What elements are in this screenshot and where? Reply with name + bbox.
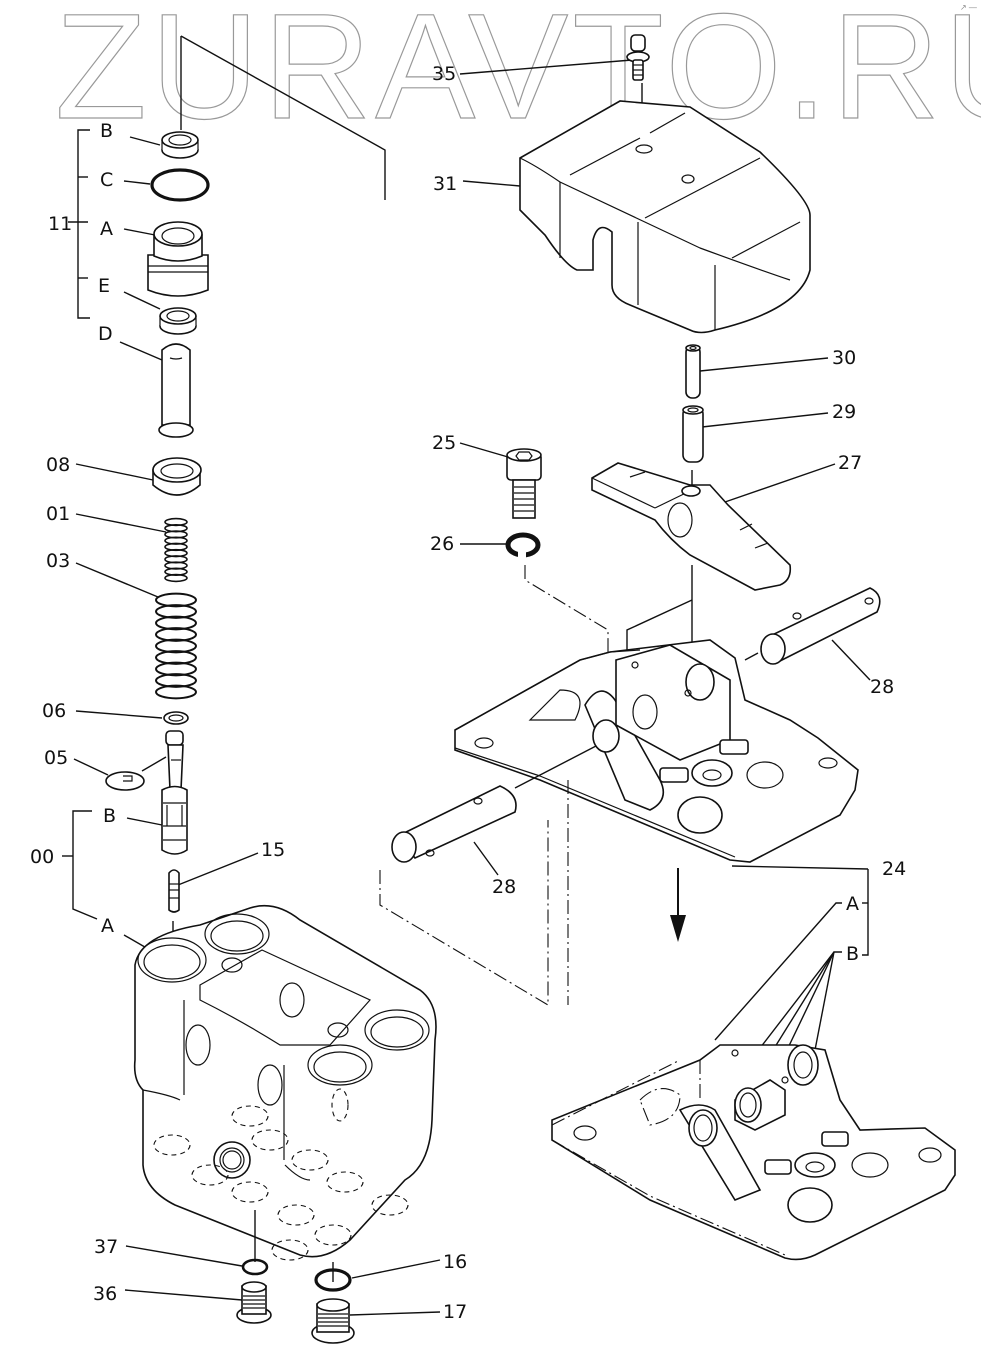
bolt-35-part bbox=[626, 34, 650, 81]
spring-coil bbox=[155, 684, 197, 700]
valve-body-part bbox=[133, 904, 437, 1261]
bracket-11 bbox=[77, 129, 90, 319]
label-05: 05 bbox=[44, 747, 68, 769]
label-11-B: B bbox=[100, 120, 113, 142]
spring-coil bbox=[155, 604, 197, 619]
bolt-washer: 25 26 bbox=[430, 432, 609, 770]
label-29: 29 bbox=[832, 401, 856, 423]
label-36: 36 bbox=[93, 1283, 117, 1305]
label-24: 24 bbox=[882, 858, 906, 880]
bottom-parts: 37 36 16 17 bbox=[93, 1210, 467, 1344]
base-casing-24-part bbox=[454, 599, 859, 863]
bushing-part bbox=[147, 221, 209, 297]
label-11-D: D bbox=[98, 323, 113, 345]
label-17: 17 bbox=[443, 1301, 467, 1323]
label-11-A: A bbox=[100, 218, 113, 240]
guide-lines bbox=[379, 780, 569, 1006]
cover-assembly: 35 31 bbox=[432, 34, 811, 334]
spring-coil bbox=[164, 573, 188, 583]
spring-coil bbox=[155, 650, 197, 665]
pin-30-part bbox=[685, 344, 701, 399]
label-08: 08 bbox=[46, 454, 70, 476]
label-00: 00 bbox=[30, 846, 54, 868]
washer-part bbox=[163, 711, 189, 725]
label-35: 35 bbox=[432, 63, 456, 85]
retainer-plate-part bbox=[105, 771, 145, 791]
spring-coil bbox=[155, 673, 197, 688]
lever-assembly: 30 29 27 bbox=[591, 344, 862, 660]
label-25: 25 bbox=[432, 432, 456, 454]
casing-24-view bbox=[551, 1044, 956, 1261]
label-16: 16 bbox=[443, 1251, 467, 1273]
group-24: 24 A B bbox=[670, 858, 906, 1101]
bracket-00 bbox=[72, 810, 98, 920]
label-15: 15 bbox=[261, 839, 285, 861]
o-ring-part bbox=[150, 168, 210, 202]
seal-ring-part bbox=[161, 131, 199, 159]
o-ring-37-part bbox=[241, 1258, 269, 1276]
spring-coil bbox=[155, 661, 197, 677]
spring-coil bbox=[155, 615, 197, 631]
cover-31-part bbox=[519, 100, 811, 334]
label-03: 03 bbox=[46, 550, 70, 572]
pin-28-left: 28 bbox=[391, 745, 597, 898]
label-27: 27 bbox=[838, 452, 862, 474]
label-31: 31 bbox=[433, 173, 457, 195]
watermark-text: ZURAVTO.RU bbox=[55, 0, 981, 150]
spring-coil bbox=[155, 592, 197, 608]
inner-spring-part bbox=[164, 517, 188, 583]
label-24-B: B bbox=[846, 943, 859, 965]
plug-17-part bbox=[311, 1298, 355, 1344]
label-30: 30 bbox=[832, 347, 856, 369]
spool-assembly: 05 00 B A 15 bbox=[30, 730, 285, 970]
spring-stack: 08 01 03 06 bbox=[42, 454, 202, 725]
guide-lines-top-left bbox=[180, 35, 386, 200]
pin-15-part bbox=[168, 869, 180, 913]
spring-seat-part bbox=[152, 457, 202, 496]
o-ring-16-part bbox=[314, 1268, 352, 1292]
spring-washer-26-part bbox=[505, 532, 541, 558]
corner-mark: ↗ — bbox=[960, 3, 977, 12]
label-00-A: A bbox=[101, 915, 114, 937]
label-11-E: E bbox=[98, 275, 110, 297]
seal-part bbox=[159, 307, 197, 335]
plug-36-part bbox=[236, 1281, 272, 1324]
label-01: 01 bbox=[46, 503, 70, 525]
label-26: 26 bbox=[430, 533, 454, 555]
socket-bolt-25-part bbox=[506, 448, 542, 519]
spring-coil bbox=[155, 627, 197, 642]
group-11: 11 B C A E bbox=[48, 120, 210, 438]
label-28-right: 28 bbox=[870, 676, 894, 698]
label-24-A: A bbox=[846, 893, 859, 915]
outer-spring-part bbox=[155, 592, 197, 700]
spring-coil bbox=[155, 638, 197, 654]
pin-29-part bbox=[682, 405, 704, 463]
label-11: 11 bbox=[48, 213, 72, 235]
push-rod-part bbox=[158, 343, 194, 438]
label-06: 06 bbox=[42, 700, 66, 722]
label-37: 37 bbox=[94, 1236, 118, 1258]
label-00-B: B bbox=[103, 805, 116, 827]
label-28-left: 28 bbox=[492, 876, 516, 898]
pin-28-right: 28 bbox=[744, 587, 894, 698]
label-11-C: C bbox=[100, 169, 113, 191]
arrow-head-icon bbox=[670, 915, 686, 942]
cam-lever-27-part bbox=[591, 462, 792, 591]
